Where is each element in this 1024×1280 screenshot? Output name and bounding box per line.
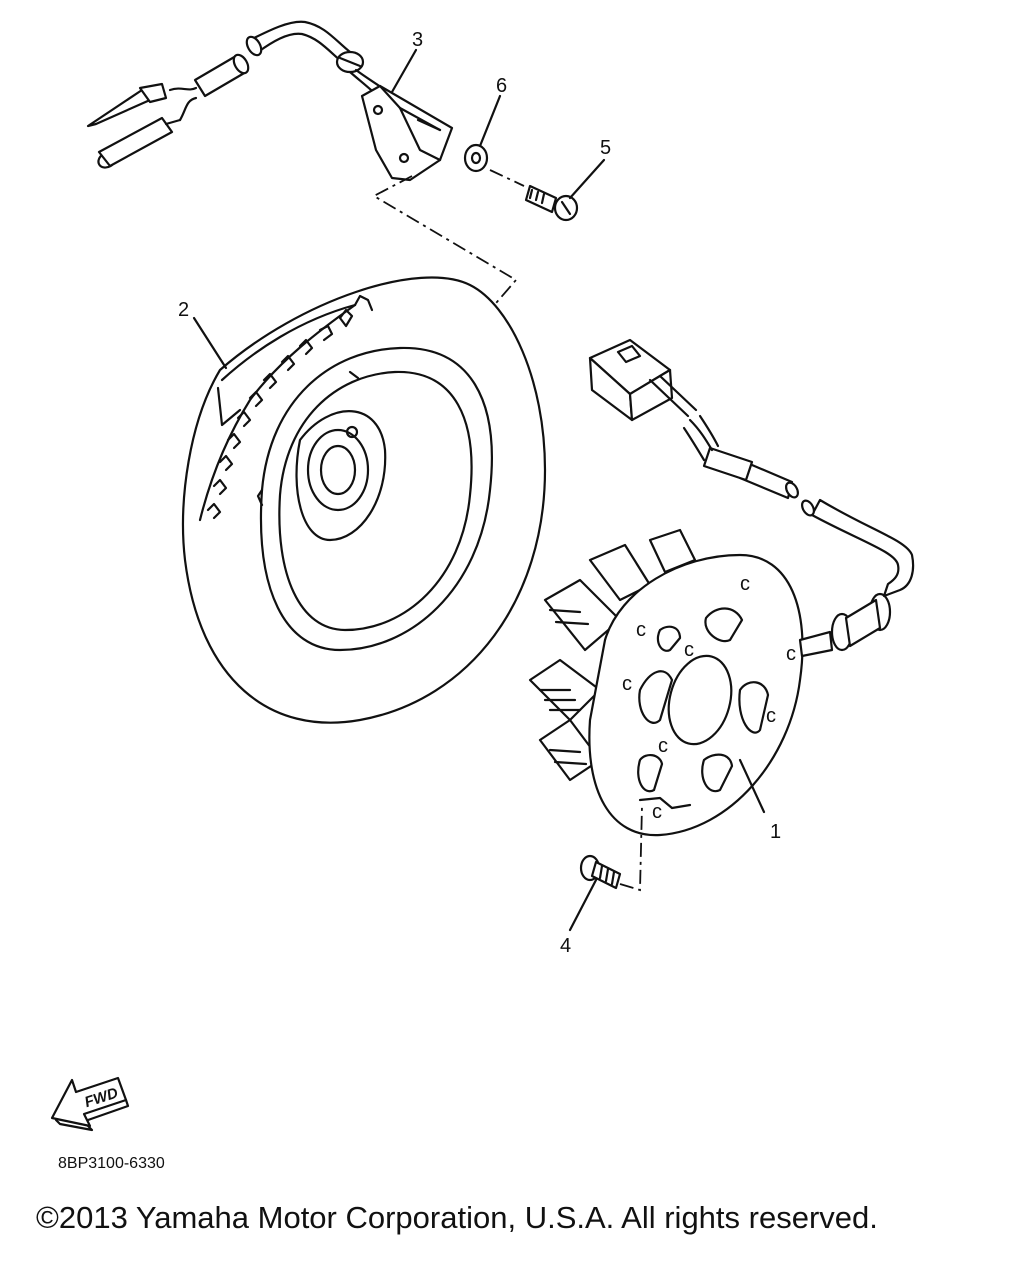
pickup-coil-assembly [86, 20, 454, 182]
parts-diagram: c c c c c c c c [50, 20, 915, 1132]
pickup-screw [524, 184, 579, 222]
callout-3: 3 [390, 29, 423, 94]
part-code: 8BP3100-6330 [58, 1155, 165, 1172]
callout-5: 5 [568, 137, 611, 200]
flywheel-rotor [181, 276, 547, 724]
washer [463, 143, 489, 173]
svg-text:3: 3 [412, 29, 423, 51]
copyright-notice: ©2013 Yamaha Motor Corporation, U.S.A. A… [36, 1200, 878, 1235]
assembly-line-stator [619, 805, 643, 892]
svg-text:c: c [740, 573, 750, 595]
svg-text:4: 4 [560, 935, 571, 957]
svg-text:c: c [684, 639, 694, 661]
callout-6: 6 [478, 75, 507, 148]
callout-2: 2 [178, 299, 228, 370]
svg-text:c: c [766, 705, 776, 727]
svg-text:6: 6 [496, 75, 507, 97]
assembly-line-washer [489, 169, 525, 187]
svg-text:2: 2 [178, 299, 189, 321]
svg-text:c: c [786, 643, 796, 665]
svg-text:5: 5 [600, 137, 611, 159]
svg-text:c: c [622, 673, 632, 695]
svg-text:1: 1 [770, 821, 781, 843]
svg-text:c: c [636, 619, 646, 641]
stator-screw [579, 854, 622, 890]
stator: c c c c c c c c [528, 338, 915, 837]
svg-text:c: c [658, 735, 668, 757]
svg-text:c: c [652, 801, 662, 823]
fwd-arrow-icon: FWD [50, 1076, 130, 1132]
callout-1: 1 [738, 758, 781, 843]
callout-4: 4 [560, 878, 598, 957]
